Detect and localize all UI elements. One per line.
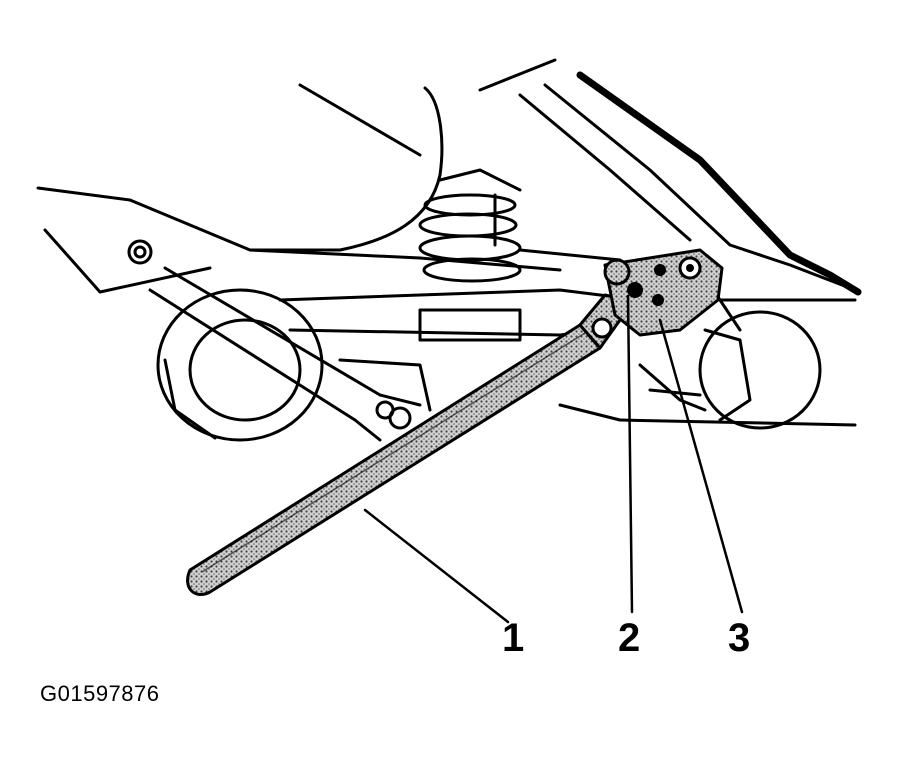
arm-bolt <box>375 400 412 430</box>
left-wheel <box>127 239 324 442</box>
lower-structure-lines <box>558 363 707 422</box>
callout-label-3: 3 <box>728 616 751 660</box>
bolt-nut <box>603 258 643 298</box>
leader-line-2 <box>626 294 634 614</box>
callout-label-1: 1 <box>502 616 525 660</box>
right-wheel <box>618 268 857 430</box>
figure-id: G01597876 <box>40 681 160 706</box>
body-panel-lines <box>478 58 862 296</box>
coil-spring <box>418 168 522 283</box>
leader-line-3 <box>658 318 744 614</box>
tool-plate <box>603 248 724 337</box>
tool-handle <box>186 293 627 596</box>
leader-line-1 <box>363 508 510 624</box>
callout-label-2: 2 <box>618 616 641 660</box>
brake-hose <box>248 86 444 252</box>
